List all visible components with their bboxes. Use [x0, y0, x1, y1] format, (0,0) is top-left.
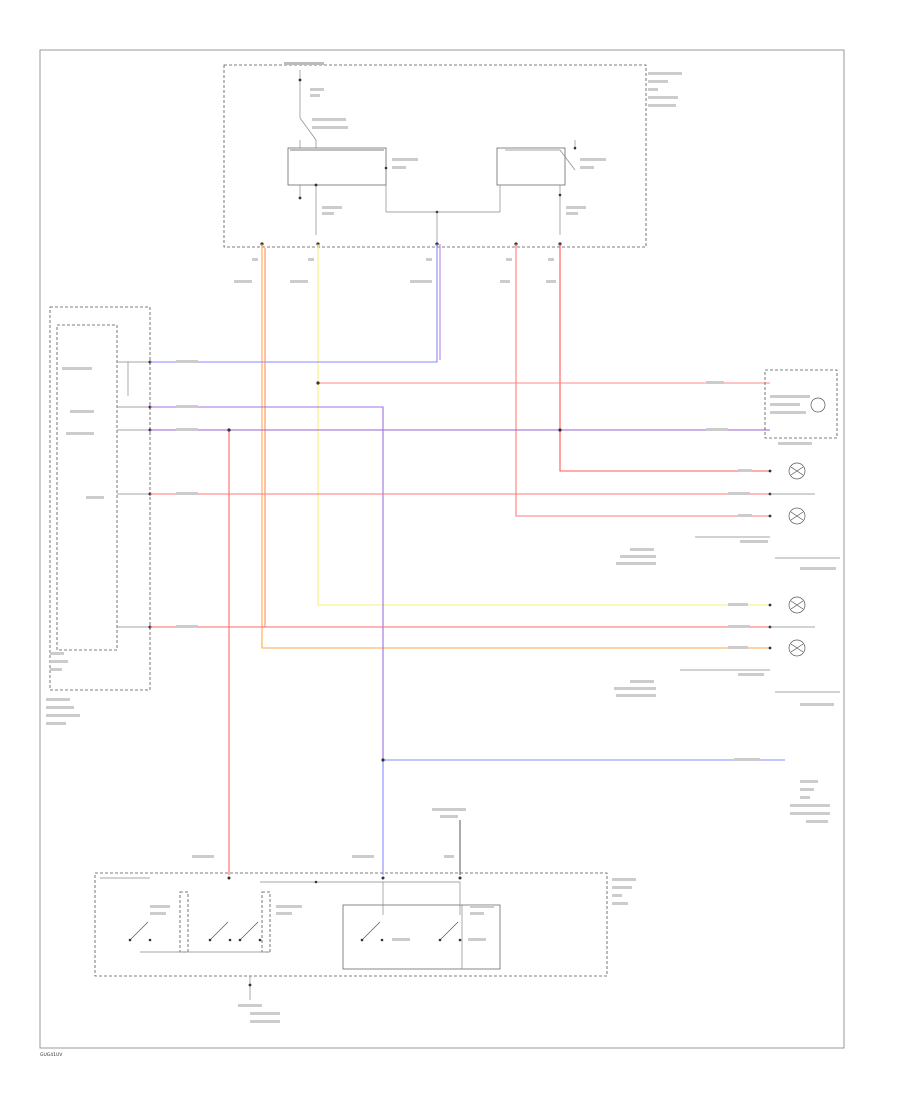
- lamp-icon: [788, 639, 806, 657]
- top-switch-assembly: [223, 62, 682, 248]
- left-control-unit: [46, 306, 152, 725]
- wire-yellow: [317, 244, 770, 606]
- wire-red-a: [515, 244, 770, 517]
- lamp-icon: [788, 507, 806, 525]
- wire-tags: [176, 360, 760, 858]
- right-components: [614, 369, 840, 823]
- lamp-icon: [788, 596, 806, 614]
- wire-purple-h2: [150, 406, 384, 760]
- diagram-frame: [39, 49, 845, 1049]
- top-connector-pins: [234, 242, 562, 283]
- wire-junctions: [227, 381, 562, 762]
- wire-orange: [261, 244, 770, 649]
- bottom-switch-assembly: [94, 808, 636, 1023]
- wire-blue-top: [150, 244, 438, 363]
- diagram-code: GUG41UV: [40, 1052, 63, 1058]
- wire-red-b: [559, 244, 770, 472]
- wires: [150, 244, 785, 875]
- lamp-icon: [788, 462, 806, 480]
